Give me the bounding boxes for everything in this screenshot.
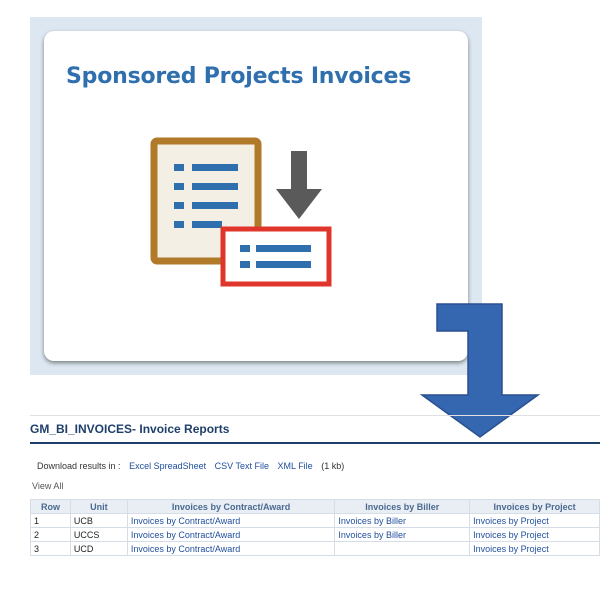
column-header-unit: Unit	[69, 499, 128, 514]
column-header-project: Invoices by Project	[469, 499, 600, 514]
unit-cell: UCCS	[69, 527, 128, 542]
title-underline	[30, 442, 600, 444]
csv-text-file-link[interactable]: CSV Text File	[214, 461, 269, 471]
divider	[30, 415, 600, 416]
unit-cell: UCB	[69, 513, 128, 528]
download-bar: Download results in : Excel SpreadSheet …	[37, 461, 344, 471]
invoices-by-contract-link[interactable]: Invoices by Contract/Award	[130, 515, 241, 526]
contract-cell: Invoices by Contract/Award	[126, 541, 336, 556]
column-header-row: Row	[30, 499, 71, 514]
invoices-by-contract-link[interactable]: Invoices by Contract/Award	[130, 529, 241, 540]
invoices-by-biller-link[interactable]: Invoices by Biller	[338, 515, 406, 526]
file-size: (1 kb)	[321, 461, 345, 471]
row-number: 2	[30, 527, 71, 542]
table-row: 3 UCD Invoices by Contract/Award Invoice…	[30, 541, 600, 556]
excel-spreadsheet-link[interactable]: Excel SpreadSheet	[129, 461, 207, 471]
tile-background: Sponsored Projects Invoices	[30, 17, 482, 375]
tile-title: Sponsored Projects Invoices	[66, 64, 412, 89]
unit-cell: UCD	[69, 541, 128, 556]
column-header-contract: Invoices by Contract/Award	[126, 499, 336, 514]
xml-file-link[interactable]: XML File	[277, 461, 313, 471]
column-header-biller: Invoices by Biller	[334, 499, 471, 514]
invoice-table: Row Unit Invoices by Contract/Award Invo…	[30, 499, 600, 556]
invoices-by-project-link[interactable]: Invoices by Project	[473, 543, 549, 554]
project-cell: Invoices by Project	[469, 513, 600, 528]
invoices-by-biller-link[interactable]: Invoices by Biller	[338, 529, 406, 540]
row-number: 3	[30, 541, 71, 556]
row-number: 1	[30, 513, 71, 528]
view-all-link[interactable]: View All	[32, 481, 64, 491]
invoice-download-icon	[150, 137, 332, 287]
project-cell: Invoices by Project	[469, 541, 600, 556]
report-title: GM_BI_INVOICES- Invoice Reports	[30, 422, 230, 436]
biller-cell: Invoices by Biller	[334, 513, 471, 528]
table-header-row: Row Unit Invoices by Contract/Award Invo…	[30, 499, 600, 514]
contract-cell: Invoices by Contract/Award	[126, 527, 336, 542]
table-row: 1 UCB Invoices by Contract/Award Invoice…	[30, 513, 600, 528]
biller-cell: Invoices by Biller	[334, 527, 471, 542]
biller-cell	[334, 541, 471, 556]
download-label: Download results in :	[37, 461, 121, 471]
invoices-by-contract-link[interactable]: Invoices by Contract/Award	[130, 543, 241, 554]
contract-cell: Invoices by Contract/Award	[126, 513, 336, 528]
sponsored-projects-invoices-tile[interactable]: Sponsored Projects Invoices	[44, 31, 468, 361]
invoices-by-project-link[interactable]: Invoices by Project	[473, 529, 549, 540]
table-row: 2 UCCS Invoices by Contract/Award Invoic…	[30, 527, 600, 542]
invoices-by-project-link[interactable]: Invoices by Project	[473, 515, 549, 526]
project-cell: Invoices by Project	[469, 527, 600, 542]
